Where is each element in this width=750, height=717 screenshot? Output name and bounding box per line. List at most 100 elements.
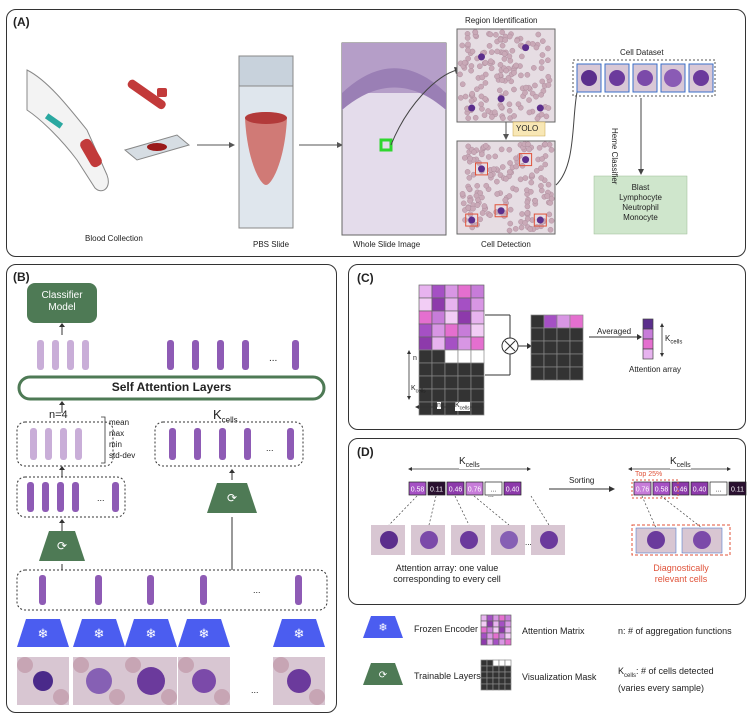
matrix-cell (487, 660, 493, 666)
rbc (506, 75, 511, 80)
connector (389, 496, 417, 525)
rbc (467, 186, 472, 191)
rbc (528, 189, 533, 194)
feature-bar (30, 428, 37, 460)
class-blast: Blast (594, 183, 687, 193)
classifier-word: Classifier (27, 290, 97, 302)
rbc (548, 227, 553, 232)
k-main: K (213, 407, 222, 422)
matrix-cell (458, 376, 471, 389)
rbc (309, 689, 325, 705)
feature-bar (82, 340, 89, 370)
attention-matrix-text: Attention Matrix (522, 626, 585, 636)
rbc (483, 60, 488, 65)
feature-bar (45, 428, 52, 460)
rbc (549, 147, 554, 152)
rbc (467, 198, 472, 203)
matrix-cell (493, 639, 499, 645)
rbc (479, 102, 484, 107)
matrix-cell (487, 633, 493, 639)
matrix-cell (432, 363, 445, 376)
matrix-cell (445, 285, 458, 298)
rbc (499, 105, 504, 110)
rbc (466, 144, 471, 149)
matrix-cell (570, 315, 583, 328)
rbc (500, 116, 505, 121)
rbc (475, 183, 480, 188)
matrix-cell (493, 666, 499, 672)
rbc (512, 113, 517, 118)
n-label: n=4 (49, 409, 68, 421)
matrix-cell (432, 350, 445, 363)
rbc (469, 68, 474, 73)
rbc (539, 175, 544, 180)
rbc (479, 84, 484, 89)
connector (661, 496, 702, 528)
rbc (500, 30, 505, 35)
stat-std: std-dev (109, 450, 135, 461)
matrix-cell (419, 350, 432, 363)
rbc (532, 83, 537, 88)
matrix-cell (493, 621, 499, 627)
rbc (547, 212, 552, 217)
k-ellipsis: ... (266, 443, 274, 453)
rbc (546, 74, 551, 79)
rbc (539, 188, 544, 193)
matrix-cell (471, 285, 484, 298)
rbc (545, 194, 550, 199)
rbc (468, 156, 473, 161)
stat-min: min (109, 439, 135, 450)
rbc (494, 74, 499, 79)
rbc (529, 180, 534, 185)
aggregated-bars (30, 428, 82, 460)
feature-bar (217, 340, 224, 370)
attention-value: 0.76 (468, 487, 482, 494)
rbc (539, 59, 544, 64)
matrix-cell (487, 684, 493, 690)
feature-bar (147, 575, 154, 605)
rbc (489, 114, 494, 119)
rbc (504, 68, 509, 73)
rbc (507, 147, 512, 152)
heme-classifier-label: Heme Classifier (610, 128, 619, 184)
k-desc-text: Kcells: # of cells detected (varies ever… (618, 665, 714, 694)
rbc (493, 154, 498, 159)
panel-d: (D) 0.580.110.460.76...0.40 0.760.580.46… (348, 438, 746, 605)
rbc (485, 108, 490, 113)
rbc (471, 150, 476, 155)
matrix-cell (481, 672, 487, 678)
snowflake-icon: ❄ (94, 626, 105, 641)
matrix-cell (557, 367, 570, 380)
rbc (503, 176, 508, 181)
matrix-cell (445, 324, 458, 337)
feature-bar (192, 340, 199, 370)
kcells-c-bottom-label: Kcells (455, 402, 470, 411)
attention-desc-line2: corresponding to every cell (377, 574, 517, 585)
rbc (537, 145, 542, 150)
rbc (482, 113, 487, 118)
wsi-label: Whole Slide Image (353, 240, 420, 249)
matrix-cell (445, 376, 458, 389)
matrix-cell (531, 315, 544, 328)
region-identification-label: Region Identification (465, 16, 538, 25)
visualization-mask (419, 350, 484, 415)
frozen-encoder-text: Frozen Encoder (414, 624, 478, 634)
trainable-layers-text: Trainable Layers (414, 671, 481, 681)
glass-slide (125, 135, 189, 160)
rbc (510, 48, 515, 53)
matrix-cell (445, 389, 458, 402)
matrix-cell (493, 672, 499, 678)
matrix-cell (445, 298, 458, 311)
rbc (482, 203, 487, 208)
attention-value: 0.11 (731, 487, 744, 494)
matrix-cell (487, 678, 493, 684)
rbc (502, 213, 507, 218)
rbc (470, 49, 475, 54)
matrix-cell (643, 329, 653, 339)
frozen-encoders: ❄❄❄❄❄ (17, 619, 325, 647)
feature-bar (42, 482, 49, 512)
rbc (495, 191, 500, 196)
rbc (511, 87, 516, 92)
feature-bar (37, 340, 44, 370)
matrix-cell (481, 660, 487, 666)
